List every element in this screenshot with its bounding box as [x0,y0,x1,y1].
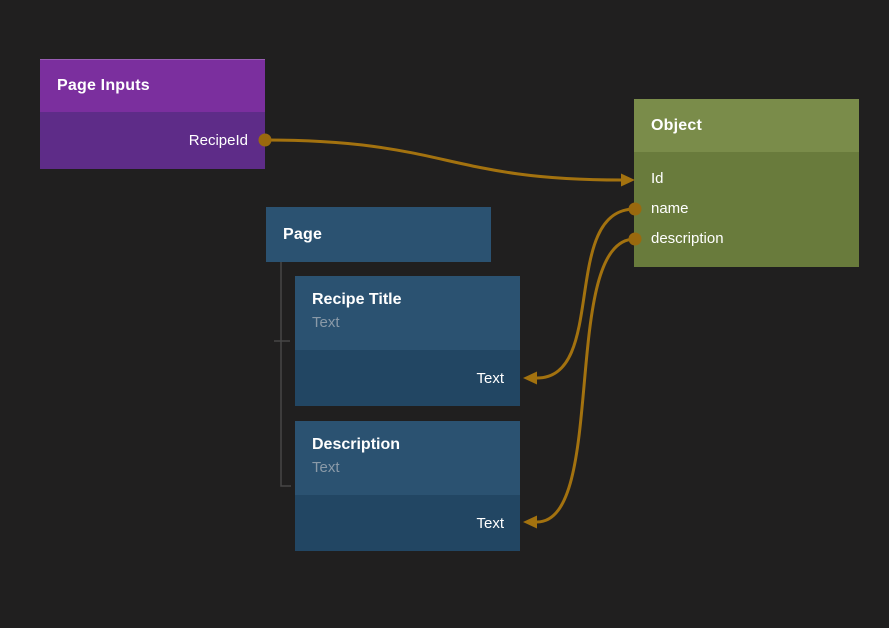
edge-recipeid-to-id[interactable] [264,138,622,182]
edge-description-to-description-text[interactable] [536,237,636,524]
node-recipe-title-type: Text [312,314,340,331]
node-description-header[interactable]: Description Text [295,421,520,495]
node-page[interactable]: Page [266,207,491,262]
arrowhead-id-icon [621,173,635,187]
node-page-inputs-header[interactable]: Page Inputs [40,59,265,112]
object-field-description-label: description [651,229,724,247]
node-description-body: Text [295,495,520,551]
node-object-body: Id name description [634,152,859,267]
node-page-inputs[interactable]: Page Inputs RecipeId [40,59,265,169]
node-object-header[interactable]: Object [634,99,859,152]
input-label-description-text: Text [476,514,504,532]
node-object-title: Object [651,116,702,134]
arrowhead-description-text-icon [523,515,537,529]
object-field-name-label: name [651,199,689,217]
object-field-description[interactable]: description [634,223,859,253]
node-object[interactable]: Object Id name description [634,99,859,267]
node-page-title: Page [283,225,323,243]
tree-connector-page-children [280,262,291,487]
node-recipe-title-body: Text [295,350,520,406]
node-description-type: Text [312,459,340,476]
input-label-recipe-title-text: Text [476,369,504,387]
node-page-header[interactable]: Page [266,207,491,262]
object-field-id[interactable]: Id [634,163,859,193]
node-recipe-title[interactable]: Recipe Title Text Text [295,276,520,406]
node-page-inputs-title: Page Inputs [57,76,150,94]
node-page-inputs-body: RecipeId [40,112,265,169]
node-recipe-title-header[interactable]: Recipe Title Text [295,276,520,350]
node-recipe-title-title: Recipe Title [312,291,402,308]
object-field-id-label: Id [651,169,664,187]
node-description-title: Description [312,436,401,453]
edge-name-to-recipe-title-text[interactable] [536,207,636,380]
arrowhead-recipe-title-text-icon [523,371,537,385]
object-field-name[interactable]: name [634,193,859,223]
output-label-recipeid: RecipeId [188,132,248,149]
node-description[interactable]: Description Text Text [295,421,520,551]
